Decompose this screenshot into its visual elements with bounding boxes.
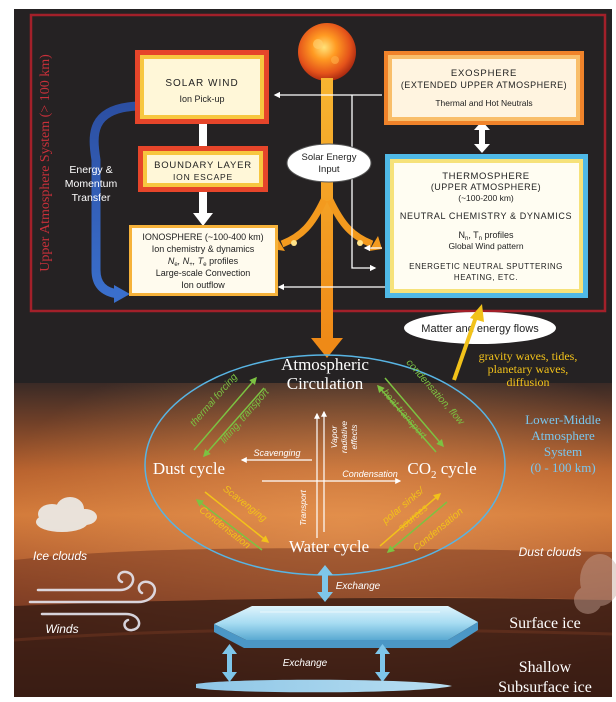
surface-ice-slab: [214, 606, 478, 648]
matter-flow-arrow: [452, 313, 479, 381]
dust-clouds-label: Dust clouds: [519, 545, 582, 559]
dust-cycle-label: Dust cycle: [153, 459, 225, 478]
inner-vapor-3: effects: [349, 424, 359, 450]
thermosphere-sputter1: ENERGETIC NEUTRAL SPUTTERING: [409, 262, 563, 271]
winds-icon: [28, 570, 157, 632]
energy-label-2: Momentum: [65, 178, 118, 190]
thermosphere-wind: Global Wind pattern: [448, 241, 523, 251]
exchange-bottom-label: Exchange: [283, 658, 328, 669]
lower-system-line3: System: [544, 444, 582, 459]
solar-energy-arrow: [272, 78, 382, 358]
waves-line2: planetary waves,: [488, 362, 569, 376]
matter-flows-label: Matter and energy flows: [421, 323, 539, 335]
boundary-layer-sub: ION ESCAPE: [173, 172, 233, 182]
solar-wind-down-arrow: [199, 124, 207, 147]
thermosphere-title2: (UPPER ATMOSPHERE): [431, 182, 541, 192]
energy-momentum-arrow: [89, 101, 139, 299]
thermosphere-alt: (~100-200 km): [458, 193, 514, 203]
exosphere-title: EXOSPHERE: [451, 68, 517, 79]
exosphere-sub: Thermal and Hot Neutrals: [435, 98, 532, 108]
exosphere-title2: (EXTENDED UPPER ATMOSPHERE): [401, 80, 567, 90]
sun-icon: [298, 23, 356, 81]
matter-energy-flows-badge: Matter and energy flows: [404, 312, 556, 344]
exosphere-box: EXOSPHERE (EXTENDED UPPER ATMOSPHERE) Th…: [384, 51, 584, 125]
dust-cloud-icon: [574, 554, 616, 614]
lower-diagonal-arrows: [195, 491, 448, 553]
inner-condensation: Condensation: [342, 469, 398, 479]
thermosphere-box: THERMOSPHERE (UPPER ATMOSPHERE) (~100-20…: [385, 154, 588, 298]
waves-line3: diffusion: [506, 375, 549, 389]
inner-scavenging: Scavenging: [253, 448, 300, 458]
co2-cycle-label: CO2 cycle: [407, 459, 476, 481]
green-diagonal-arrows: [193, 376, 444, 458]
energy-label-1: Energy &: [69, 164, 112, 176]
boundary-layer-box: BOUNDARY LAYER ION ESCAPE: [138, 146, 268, 192]
thermosphere-section: NEUTRAL CHEMISTRY & DYNAMICS: [400, 211, 572, 221]
thermosphere-title: THERMOSPHERE: [442, 171, 529, 182]
exo-thermo-arrow: [479, 128, 485, 146]
terrain-band: [14, 548, 612, 606]
water-cycle-label: Water cycle: [289, 537, 369, 556]
boundary-layer-title: BOUNDARY LAYER: [154, 160, 252, 171]
inner-cross-arrows: [240, 410, 402, 538]
solar-input-line1: Solar Energy: [302, 152, 357, 163]
solar-energy-input-badge: Solar Energy Input: [286, 143, 372, 183]
inner-vapor-2: radiative: [339, 421, 349, 453]
boundary-down-arrow: [199, 190, 207, 214]
inner-transport: Transport: [298, 489, 308, 525]
winds-label: Winds: [45, 622, 78, 636]
upper-atmosphere-frame: [29, 13, 607, 313]
lower-system-line2: Atmosphere: [531, 428, 595, 443]
waves-line1: gravity waves, tides,: [479, 349, 578, 363]
energy-label-3: Transfer: [72, 192, 111, 204]
surface-ice-label: Surface ice: [509, 615, 581, 632]
solar-wind-title: SOLAR WIND: [165, 78, 238, 89]
circulation-line2: Circulation: [287, 374, 364, 393]
ionosphere-line2: Ion chemistry & dynamics: [152, 244, 255, 254]
subsurface-ice-layer: [196, 679, 452, 693]
ionosphere-line5: Ion outflow: [181, 280, 225, 290]
solar-wind-sub: Ion Pick-up: [179, 94, 224, 104]
solar-wind-box: SOLAR WIND Ion Pick-up: [135, 50, 269, 124]
ionosphere-line4: Large-scale Convection: [156, 268, 251, 278]
exchange-arrows-bottom: [222, 644, 390, 682]
lower-system-line1: Lower-Middle: [525, 412, 601, 427]
ice-cloud-icon: [36, 497, 97, 532]
thermosphere-sputter2: HEATING, ETC.: [454, 273, 518, 282]
ice-clouds-label: Ice clouds: [33, 549, 87, 563]
inner-vapor-1: Vapor: [329, 425, 339, 449]
circulation-line1: Atmospheric: [281, 355, 369, 374]
exchange-top-label: Exchange: [336, 581, 381, 592]
shallow-ice-line2: Subsurface ice: [498, 679, 592, 696]
ionosphere-profiles: Ne, N+, Te profiles: [168, 256, 239, 268]
shallow-ice-line1: Shallow: [519, 659, 572, 676]
thermosphere-profiles: Nn, Tn profiles: [458, 230, 514, 242]
solar-input-line2: Input: [318, 164, 339, 175]
ionosphere-title: IONOSPHERE (~100-400 km): [142, 232, 263, 242]
upper-atmosphere-label: Upper Atmosphere System (> 100 km): [38, 54, 53, 272]
exchange-arrow-top: [317, 565, 333, 602]
lower-system-line4: (0 - 100 km): [530, 460, 595, 475]
ionosphere-box: IONOSPHERE (~100-400 km) Ion chemistry &…: [129, 225, 278, 296]
